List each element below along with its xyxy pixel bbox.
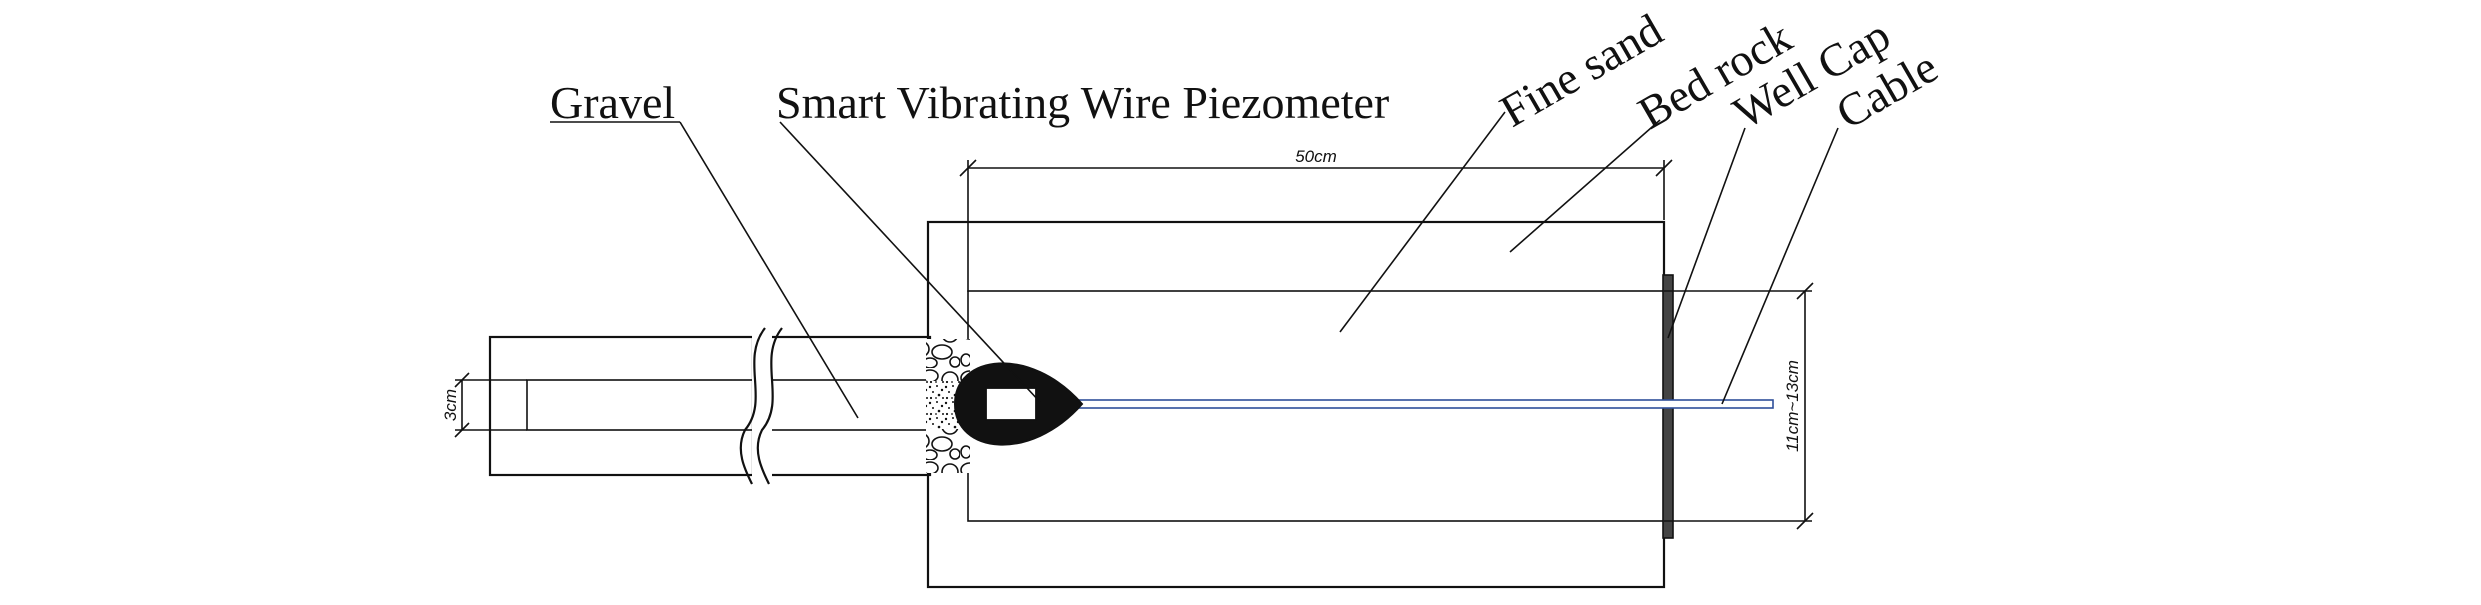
- pipe-break-symbol: [739, 327, 783, 485]
- leader-cable: [1721, 127, 1839, 405]
- leader-piezometer: [779, 121, 1041, 403]
- narrow-tube-left: [488, 335, 755, 477]
- dimension-length-label: 50cm: [1295, 147, 1337, 166]
- leader-gravel: [550, 121, 859, 419]
- leader-well-cap: [1667, 127, 1746, 339]
- label-gravel: Gravel: [550, 77, 675, 128]
- dimension-diameter-label: 11cm~13cm: [1783, 360, 1802, 452]
- piezometer-sensor: [953, 362, 1084, 446]
- leader-fine-sand: [1339, 111, 1506, 333]
- dimension-diameter: [1664, 282, 1814, 530]
- dimension-length: [959, 159, 1673, 292]
- cable-line: [1062, 399, 1774, 409]
- dimension-small: [454, 372, 527, 438]
- dimension-small-label: 3cm: [441, 389, 460, 421]
- leader-bed-rock: [1509, 119, 1661, 253]
- label-piezometer: Smart Vibrating Wire Piezometer: [776, 77, 1389, 128]
